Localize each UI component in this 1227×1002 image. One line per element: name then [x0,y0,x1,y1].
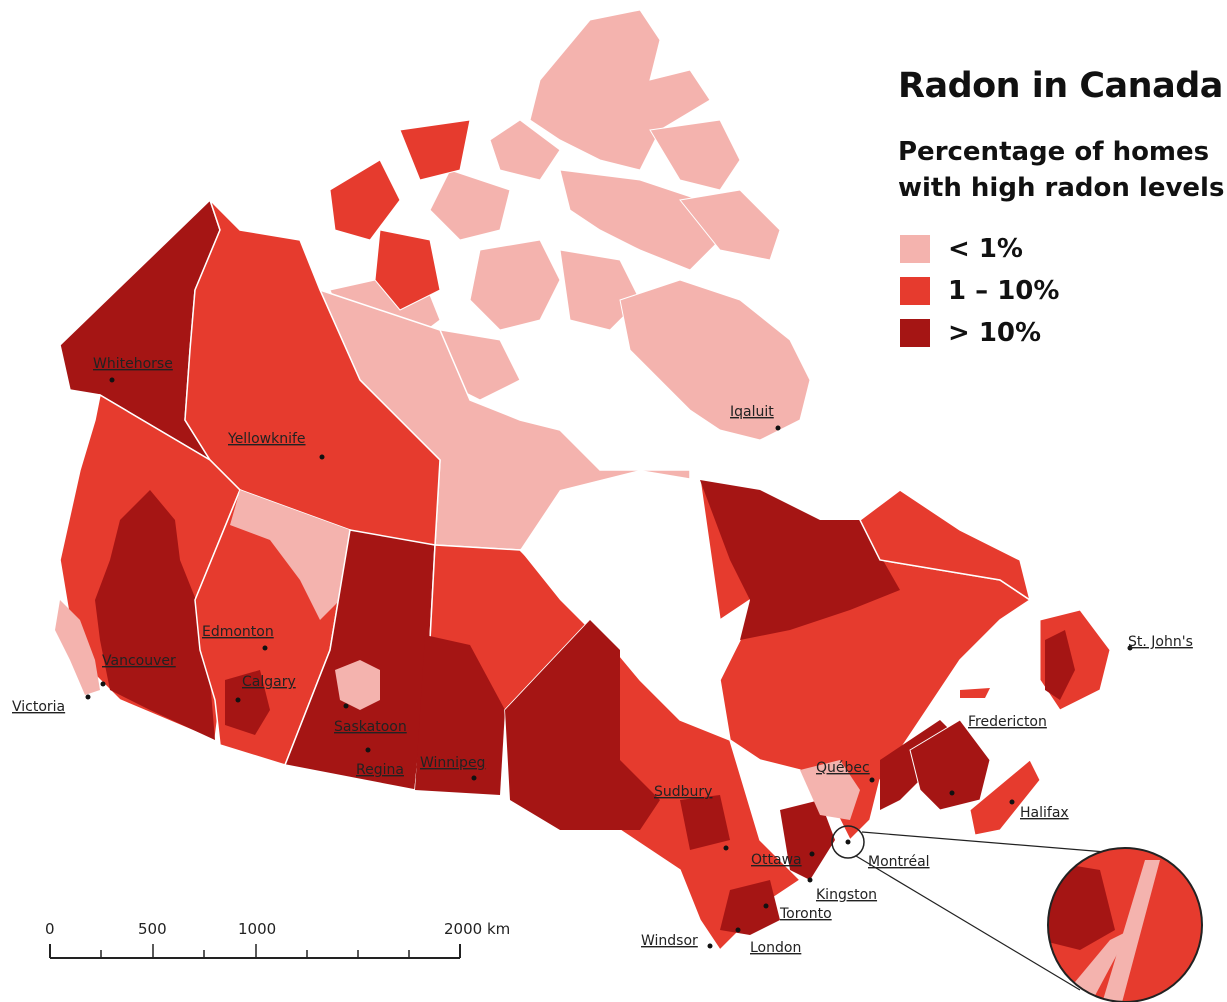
city-dot-kingston [807,877,813,883]
legend-item-high: > 10% [900,312,1059,354]
city-label-victoria: Victoria [12,699,65,715]
zoom-source-circle [831,825,865,859]
legend-item-medium: 1 – 10% [900,270,1059,312]
city-label-st-johns: St. John's [1128,634,1193,650]
region-new-brunswick [909,719,991,811]
city-dot-regina [365,747,371,753]
city-dot-iqaluit [775,425,781,431]
subtitle-line-2: with high radon levels [898,173,1225,203]
city-label-sudbury: Sudbury [654,784,712,800]
legend-swatch-high [900,319,930,347]
city-label-regina: Regina [356,762,404,778]
zoom-inset-circle [1047,847,1203,1002]
city-label-kingston: Kingston [816,887,877,903]
region-quebec-low-patch [800,760,860,820]
legend-swatch-medium [900,277,930,305]
city-label-whitehorse: Whitehorse [93,356,173,372]
arctic-islands-red [329,119,471,311]
legend-label-low: < 1% [948,234,1023,264]
city-dot-windsor [707,943,713,949]
city-label-edmonton: Edmonton [202,624,274,640]
city-dot-ottawa [809,851,815,857]
city-dot-yellowknife [319,454,325,460]
region-quebec-ungava-high [700,480,900,640]
region-bc-interior-high [95,490,215,740]
scale-label-1000: 1000 [238,920,276,938]
city-label-ottawa: Ottawa [751,852,802,868]
city-label-yellowknife: Yellowknife [227,431,306,447]
city-label-windsor: Windsor [641,933,698,949]
city-label-london: London [750,940,801,956]
city-dot-fredericton [949,790,955,796]
region-alberta-north-low [230,490,350,620]
city-dot-saskatoon [343,703,349,709]
region-newfoundland-high [1045,630,1075,700]
region-ontario-nw-high [505,620,660,830]
city-label-toronto: Toronto [779,906,832,922]
scale-label-0: 0 [45,920,55,938]
city-dot-winnipeg [471,775,477,781]
map-subtitle: Percentage of homes with high radon leve… [898,134,1224,206]
region-saskatchewan-low-patch [335,660,380,710]
city-labels: Whitehorse Yellowknife Iqaluit Edmonton … [12,356,1193,956]
zoom-leader-top [861,831,1131,855]
city-dot-whitehorse [109,377,115,383]
region-alberta-calgary-high [225,670,270,735]
region-labrador [859,489,1032,602]
scale-label-2000: 2000 km [444,920,510,938]
region-ontario-east-high [780,800,835,880]
legend-label-medium: 1 – 10% [948,276,1060,306]
scale-bar: 0 500 1000 2000 km [45,920,510,959]
city-label-montreal: Montréal [868,854,930,870]
city-label-halifax: Halifax [1020,805,1069,821]
city-dot-victoria [85,694,91,700]
vancouver-island [55,600,100,695]
city-dot-montreal [845,839,851,845]
region-pei [960,688,990,698]
region-ontario-south-high [720,880,780,935]
region-ontario-sudbury-high [680,795,730,850]
city-markers [85,377,1133,949]
city-dot-sudbury [723,845,729,851]
city-dot-calgary [235,697,241,703]
city-label-fredericton: Fredericton [968,714,1047,730]
legend: < 1% 1 – 10% > 10% [900,228,1059,354]
legend-swatch-low [900,235,930,263]
zoom-leader-bottom [855,855,1081,991]
map-title: Radon in Canada [898,66,1223,106]
legend-label-high: > 10% [948,318,1042,348]
city-label-iqaluit: Iqaluit [730,404,774,420]
region-manitoba-south-high [415,635,505,795]
city-dot-halifax [1009,799,1015,805]
city-label-winnipeg: Winnipeg [420,755,485,771]
city-dot-edmonton [262,645,268,651]
city-label-vancouver: Vancouver [102,653,176,669]
scale-label-500: 500 [138,920,167,938]
city-label-calgary: Calgary [242,674,296,690]
legend-item-low: < 1% [900,228,1059,270]
city-label-saskatoon: Saskatoon [334,719,407,735]
city-dot-toronto [763,903,769,909]
region-nova-scotia [969,759,1041,836]
city-dot-vancouver [100,681,106,687]
city-dot-london [735,927,741,933]
hudson-bay [520,470,740,700]
subtitle-line-1: Percentage of homes [898,137,1210,167]
city-dot-st-johns [1127,645,1133,651]
city-dot-quebec [869,777,875,783]
city-label-quebec: Québec [816,760,870,776]
montreal-zoom-inset [831,825,1203,1002]
